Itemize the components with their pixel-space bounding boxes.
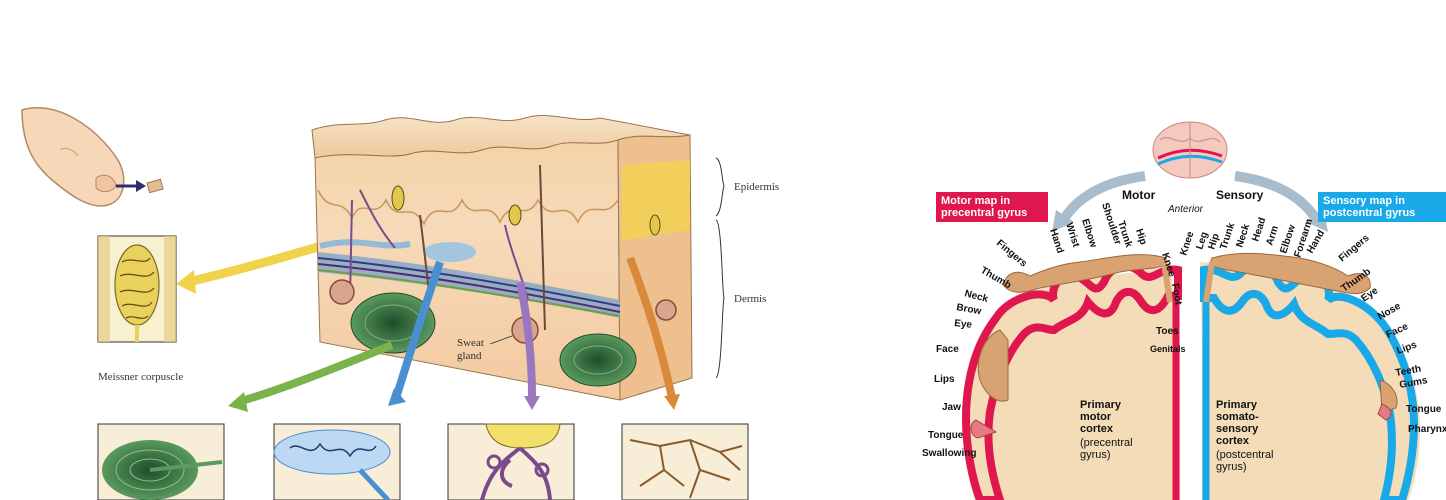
sensory-label-neck: Neck <box>1234 222 1252 249</box>
skin-diagram: Meissner corpuscle <box>22 108 779 500</box>
motor-label-fingers: Fingers <box>994 238 1029 270</box>
arrow-yellow-head <box>176 270 196 294</box>
motor-heading: Motor <box>1122 188 1156 202</box>
motor-label-swallowing: Swallowing <box>922 448 976 459</box>
sensory-map-title-line1: Sensory map in <box>1323 195 1405 207</box>
motor-label-elbow: Elbow <box>1079 218 1099 250</box>
sensory-cortex-label-line2: somato- <box>1216 411 1259 423</box>
epidermis-label: Epidermis <box>734 181 779 193</box>
motor-cortex-label-line4: (precentral <box>1080 437 1133 449</box>
pacinian-corpuscle-2 <box>560 334 636 386</box>
sensory-label-pharynx: Pharynx <box>1408 424 1446 435</box>
motor-label-tongue: Tongue <box>928 430 964 441</box>
sensory-label-nose: Nose <box>1376 301 1403 323</box>
sensory-map-title-box: Sensory map in postcentral gyrus <box>1318 192 1446 222</box>
sensory-map-title-line2: postcentral gyrus <box>1323 207 1415 219</box>
sensory-top-labels: Knee Leg Hip Trunk Neck Head Arm Elbow F… <box>1178 216 1327 259</box>
sensory-label-fingers: Fingers <box>1337 232 1372 264</box>
brain-thumbnail <box>1153 122 1227 178</box>
motor-label-eye: Eye <box>954 318 973 331</box>
motor-label-wrist: Wrist <box>1063 222 1081 250</box>
inset-pacinian <box>98 424 224 500</box>
motor-label-lips: Lips <box>934 374 955 385</box>
motor-label-toes: Toes <box>1156 326 1179 337</box>
arrow-green <box>238 345 392 402</box>
dermis-bracket <box>716 220 724 378</box>
motor-map-title-line1: Motor map in <box>941 195 1010 207</box>
anterior-label: Anterior <box>1167 204 1204 215</box>
sensory-cortex-label-line3: sensory <box>1216 423 1259 435</box>
brain-homunculus-diagram: Motor Sensory Anterior Motor map in prec… <box>922 122 1446 500</box>
epidermis-bracket <box>716 158 724 216</box>
meissner-label: Meissner corpuscle <box>98 371 183 383</box>
sweat-label-line2: gland <box>457 350 482 362</box>
motor-label-face: Face <box>936 344 959 355</box>
motor-cortex-label-line2: motor <box>1080 411 1112 423</box>
motor-label-brow: Brow <box>955 302 982 317</box>
motor-cortex-label-line1: Primary <box>1080 399 1122 411</box>
inset-free-nerve-endings <box>622 424 748 500</box>
motor-label-genitals: Genitals <box>1150 344 1186 354</box>
sensory-heading: Sensory <box>1216 188 1264 202</box>
sensory-cortex-label-line5: (postcentral <box>1216 449 1273 461</box>
inset-ruffini <box>274 424 400 500</box>
motor-label-jaw: Jaw <box>942 402 961 413</box>
inset-merkel <box>448 424 574 500</box>
dermis-label: Dermis <box>734 293 766 305</box>
sensory-label-tongue: Tongue <box>1406 404 1442 415</box>
sensory-cortex-label-line4: cortex <box>1216 435 1250 447</box>
meissner-inset: Meissner corpuscle <box>98 236 183 383</box>
motor-label-thumb: Thumb <box>979 265 1013 291</box>
sweat-label-line1: Sweat <box>457 337 484 349</box>
sensory-label-lips: Lips <box>1395 339 1418 357</box>
sensory-label-arm: Arm <box>1264 224 1281 247</box>
motor-map-title-line2: precentral gyrus <box>941 207 1027 219</box>
motor-cortex-label-line3: cortex <box>1080 423 1114 435</box>
sensory-cortex-label-line6: gyrus) <box>1216 461 1247 473</box>
motor-map-title-box: Motor map in precentral gyrus <box>936 192 1048 222</box>
sensory-cortex-label-line1: Primary <box>1216 399 1258 411</box>
sensory-label-face: Face <box>1385 321 1411 341</box>
motor-label-hand: Hand <box>1047 228 1065 255</box>
motor-label-hip: Hip <box>1133 228 1148 247</box>
sensory-label-knee: Knee <box>1178 230 1196 257</box>
finger-illustration <box>22 108 163 206</box>
motor-label-neck: Neck <box>963 288 989 305</box>
motor-cortex-label-line5: gyrus) <box>1080 449 1111 461</box>
